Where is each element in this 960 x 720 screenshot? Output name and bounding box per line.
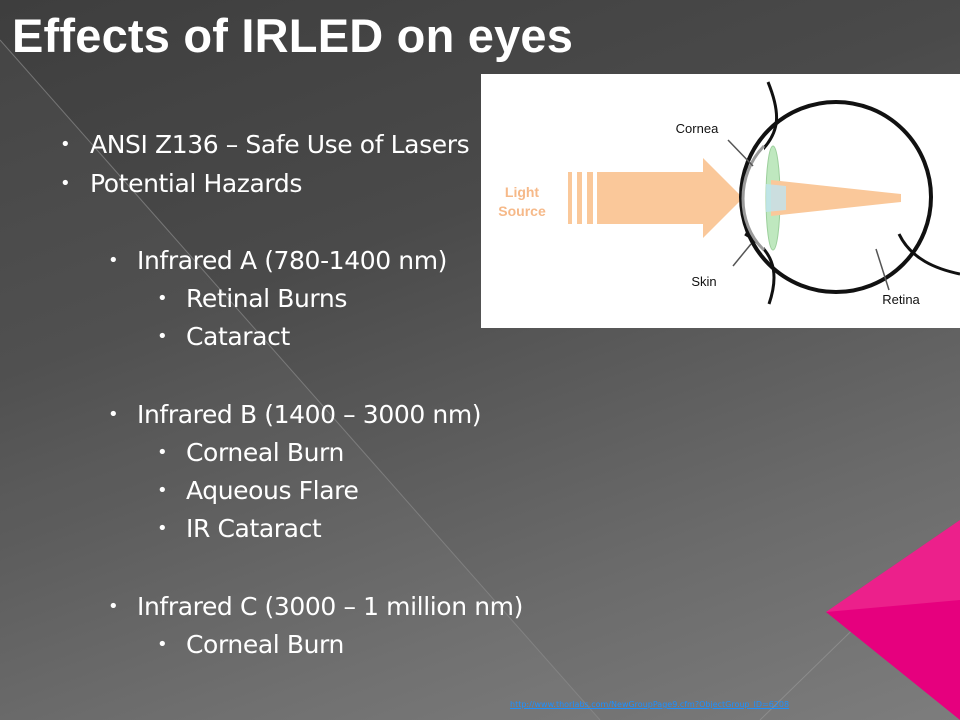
bullet-text: Potential Hazards [90,169,302,198]
light-source-label-line1: Light [505,184,540,200]
bullet-item: • Infrared A (780-1400 nm) [108,246,448,276]
bullet-text: ANSI Z136 – Safe Use of Lasers [90,130,470,159]
light-beam-arrow [597,158,743,238]
skin-leader-line [732,243,752,267]
bullet-text: IR Cataract [186,514,322,543]
bullet-text: Corneal Burn [186,438,344,467]
bullet-item: • Infrared B (1400 – 3000 nm) [108,400,482,430]
bullet-dot: • [157,634,168,655]
focused-beam [771,180,901,216]
upper-eyelid-curve [755,81,779,158]
bullet-text: Corneal Burn [186,630,344,659]
bullet-item: • IR Cataract [157,514,322,544]
bullet-text: Aqueous Flare [186,476,359,505]
bullet-item: • Cataract [157,322,290,352]
eye-diagram-svg: Light Source [498,81,960,307]
light-source-label-line2: Source [498,203,546,219]
bullet-dot: • [157,518,168,539]
bullet-text: Infrared B (1400 – 3000 nm) [137,400,482,429]
beam-stripe [568,172,572,224]
bullet-dot: • [157,480,168,501]
bullet-item: • ANSI Z136 – Safe Use of Lasers [60,130,470,160]
eyeball-outer [739,100,933,294]
bullet-item: • Corneal Burn [157,630,344,660]
cornea-curve [741,144,766,252]
bullet-text: Infrared C (3000 – 1 million nm) [137,592,523,621]
bullet-item: • Infrared C (3000 – 1 million nm) [108,592,523,622]
retina-leader-line [875,248,890,291]
bullet-text: Cataract [186,322,290,351]
bullet-dot: • [108,250,119,271]
accent-pink-shade [826,520,960,612]
bullet-text: Infrared A (780-1400 nm) [137,246,448,275]
cornea-label: Cornea [676,121,719,136]
background-diagonal-line [0,39,601,720]
skin-label: Skin [691,274,716,289]
bullet-item: • Aqueous Flare [157,476,359,506]
bullet-dot: • [157,442,168,463]
eye-diagram: Light Source [481,74,960,328]
bullet-dot: • [60,173,71,194]
cornea-leader-line [727,139,754,167]
bullet-dot: • [108,404,119,425]
slide-title: Effects of IRLED on eyes [12,9,574,62]
bullet-dot: • [157,288,168,309]
source-link[interactable]: http://www.thorlabs.com/NewGroupPage9.cf… [510,700,790,709]
bullet-item: • Retinal Burns [157,284,347,314]
bullet-item: • Potential Hazards [60,169,302,199]
beam-stripe [577,172,582,224]
bullet-dot: • [157,326,168,347]
bullet-dot: • [108,596,119,617]
skin-back-curve [897,233,960,276]
bullet-item: • Corneal Burn [157,438,344,468]
retina-label: Retina [882,292,920,307]
light-beam-cornea-cyan [766,184,786,212]
beam-stripe [587,172,593,224]
bullet-text: Retinal Burns [186,284,347,313]
bullet-dot: • [60,134,71,155]
